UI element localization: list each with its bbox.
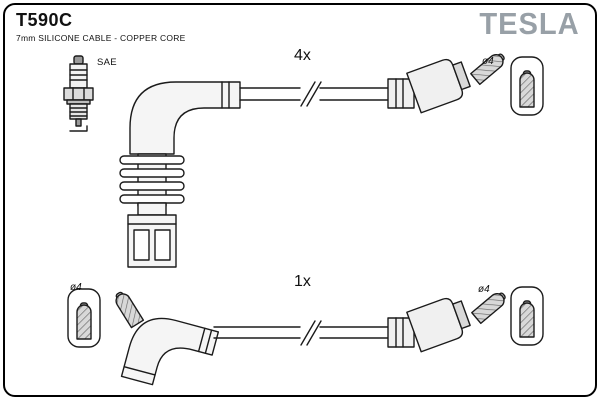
terminal-angled-bottom-left-icon — [111, 288, 145, 329]
diameter-label-top-right: ø4 — [482, 56, 494, 67]
coil-connector-icon — [119, 81, 241, 268]
diameter-label-bottom-left: ø4 — [70, 282, 82, 293]
elbow-boot-icon — [120, 317, 220, 386]
sae-label: SAE — [97, 57, 117, 68]
terminal-boxed-bottom-left-icon — [68, 289, 100, 347]
terminal-boxed-top-right-icon — [511, 57, 543, 115]
brand-logo: TESLA — [479, 6, 580, 41]
product-subtitle: 7mm SILICONE CABLE - COPPER CORE — [16, 33, 186, 43]
ignition-cable-bottom-icon — [120, 297, 471, 386]
part-number: T590C — [16, 10, 73, 30]
quantity-top-label: 4x — [294, 47, 311, 64]
diameter-label-bottom-right: ø4 — [478, 284, 490, 295]
quantity-bottom-label: 1x — [294, 273, 311, 290]
terminal-boxed-bottom-right-icon — [511, 287, 543, 345]
ignition-cable-top-icon — [239, 58, 471, 114]
spark-plug-icon — [63, 55, 94, 132]
